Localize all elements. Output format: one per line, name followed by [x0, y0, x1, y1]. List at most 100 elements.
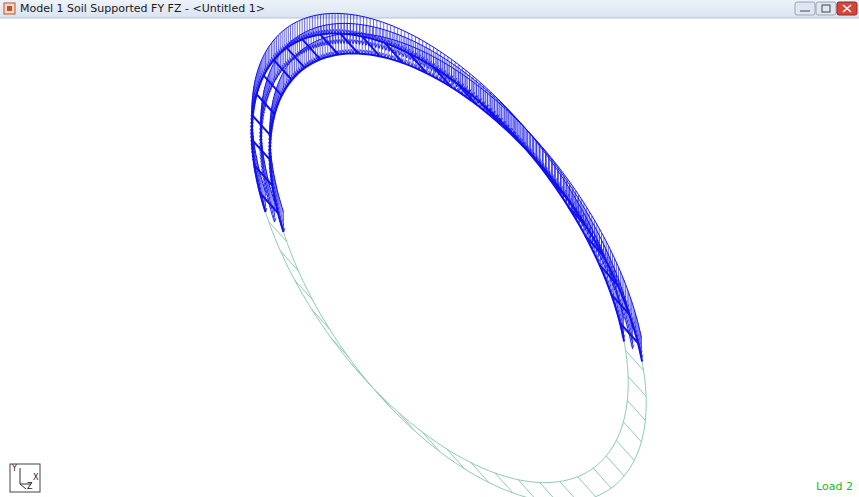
- load-arrowhead: [455, 83, 458, 87]
- load-arrow: [388, 38, 389, 58]
- load-arrowhead: [270, 179, 273, 183]
- load-arrow: [285, 47, 286, 67]
- load-arrowhead: [263, 204, 266, 208]
- load-arrow: [491, 96, 492, 116]
- load-arrowhead: [622, 335, 625, 339]
- load-arrow: [271, 43, 272, 63]
- load-arrow: [278, 55, 279, 75]
- load-arrowhead: [595, 240, 598, 244]
- load-arrow: [623, 319, 624, 339]
- load-arrow: [300, 52, 301, 72]
- load-arrow: [455, 69, 456, 89]
- load-arrowhead: [321, 54, 324, 58]
- load-arrowhead: [547, 171, 550, 175]
- load-arrow: [261, 60, 262, 80]
- load-arrowhead: [452, 80, 455, 84]
- load-arrowhead: [443, 79, 446, 83]
- load-arrow: [381, 37, 382, 57]
- mesh-segment: [578, 477, 596, 497]
- load-arrow: [307, 18, 308, 38]
- load-arrowhead: [609, 289, 612, 293]
- load-arrow: [469, 79, 470, 99]
- load-arrow: [271, 67, 272, 87]
- load-arrow: [310, 44, 311, 64]
- load-arrowhead: [507, 128, 510, 132]
- load-arrow: [438, 55, 439, 75]
- load-arrowhead: [598, 252, 601, 256]
- load-arrow: [525, 129, 526, 149]
- load-arrowhead: [355, 49, 358, 53]
- load-arrow: [271, 194, 272, 214]
- load-arrow: [373, 19, 374, 39]
- load-arrowhead: [602, 260, 605, 264]
- axis-box: [10, 464, 40, 492]
- load-arrowhead: [626, 305, 629, 309]
- load-arrow: [554, 162, 555, 182]
- load-arrow: [392, 33, 393, 53]
- load-arrow: [284, 30, 285, 50]
- load-arrowhead: [324, 54, 327, 58]
- load-arrowhead: [624, 300, 627, 304]
- load-arrow: [641, 339, 642, 359]
- load-arrow: [435, 53, 436, 73]
- axis-label: X: [33, 474, 38, 482]
- load-arrow: [591, 216, 592, 236]
- load-arrow: [612, 254, 613, 274]
- load-arrow: [487, 93, 488, 113]
- load-arrowhead: [412, 57, 415, 61]
- load-arrow: [320, 39, 321, 59]
- load-arrow: [428, 49, 429, 69]
- load-arrowhead: [587, 237, 590, 241]
- load-arrow: [289, 63, 290, 83]
- load-arrow: [325, 38, 326, 58]
- load-arrow: [449, 62, 450, 82]
- load-arrow: [389, 31, 390, 51]
- ring-mesh: [252, 33, 646, 497]
- load-arrowhead: [585, 223, 588, 227]
- load-arrow: [625, 284, 626, 304]
- load-arrow: [548, 155, 549, 175]
- load-arrowhead: [445, 75, 448, 79]
- mesh-segment: [471, 463, 489, 483]
- load-arrowhead: [383, 53, 386, 57]
- load-arrow: [275, 60, 276, 80]
- load-arrow: [542, 147, 543, 167]
- load-arrow: [405, 44, 406, 64]
- load-arrowhead: [574, 207, 577, 211]
- load-arrow: [375, 27, 376, 47]
- load-arrow: [426, 53, 427, 73]
- load-arrow: [420, 45, 421, 65]
- load-arrowhead: [387, 54, 390, 58]
- load-arrowhead: [252, 151, 255, 155]
- load-arrow: [280, 33, 281, 53]
- load-arrowhead: [618, 299, 621, 303]
- load-arrowhead: [403, 47, 406, 51]
- load-arrow: [498, 102, 499, 122]
- mesh-segment: [447, 449, 465, 469]
- load-arrow: [376, 20, 377, 40]
- load-arrowhead: [263, 177, 266, 181]
- load-arrow: [317, 40, 318, 60]
- load-arrowhead: [590, 232, 593, 236]
- load-arrow: [618, 267, 619, 287]
- minimize-button: [795, 2, 815, 15]
- load-arrow: [532, 136, 533, 156]
- mesh-segment: [422, 432, 440, 452]
- load-outline: [270, 33, 642, 338]
- load-arrowhead: [612, 282, 615, 286]
- load-arrow: [630, 297, 631, 317]
- load-arrowhead: [334, 40, 337, 44]
- load-arrow: [594, 220, 595, 240]
- load-arrow: [440, 61, 441, 81]
- axis-label: Z: [27, 483, 32, 491]
- load-arrow: [356, 33, 357, 53]
- load-arrowhead: [428, 71, 431, 75]
- load-arrowhead: [534, 156, 537, 160]
- load-arrowhead: [604, 276, 607, 280]
- load-arrow: [442, 57, 443, 77]
- load-arrowhead: [589, 242, 592, 246]
- load-arrow: [287, 45, 288, 65]
- load-arrowhead: [405, 54, 408, 58]
- load-arrowhead: [457, 88, 460, 92]
- load-arrowhead: [468, 95, 471, 99]
